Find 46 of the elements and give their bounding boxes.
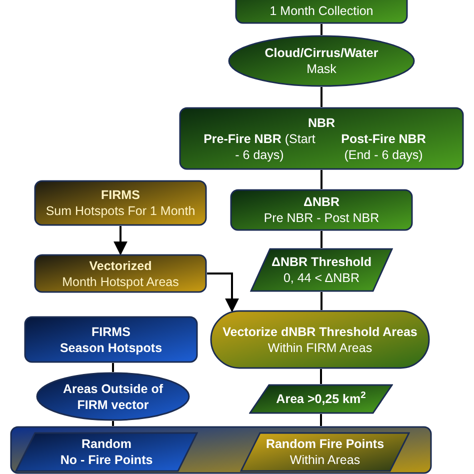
process-box (34, 180, 207, 226)
node-label: 0, 44 < ΔNBR (282, 270, 361, 286)
process-box (24, 316, 198, 363)
threshold-parallelogram (250, 248, 393, 292)
node-label: Random (80, 436, 132, 452)
node-label: Vectorize dNBR Threshold Areas (222, 324, 418, 340)
process-box (179, 107, 464, 170)
arrow (207, 272, 239, 312)
node-label: Cloud/Cirrus/Water (264, 45, 378, 61)
connector-line (112, 421, 114, 426)
connector-line (320, 292, 322, 310)
node-label: Pre-Fire NBR (Start - 6 days) (204, 130, 316, 162)
node-label: FIRMS (90, 324, 132, 340)
output-panel (10, 426, 432, 474)
connector-line (320, 170, 322, 189)
node-label: Mask (306, 61, 338, 77)
node-label: Season Hotspots (60, 340, 162, 356)
node-label: NBR (308, 114, 336, 130)
connector-line (320, 414, 322, 426)
mask-ellipse (228, 35, 415, 87)
connector-line (320, 24, 322, 35)
area-ellipse (36, 372, 190, 421)
node-label: Post-Fire NBR (End - 6 days) (340, 130, 427, 162)
node-label: ΔNBR Threshold (272, 254, 372, 270)
node-label: Within FIRM Areas (266, 340, 374, 356)
connector-line (320, 231, 322, 248)
node-label: Sum Hotspots For 1 Month (46, 203, 196, 219)
node-label: ΔNBR (302, 194, 341, 210)
process-box (34, 254, 207, 293)
node-label: Areas Outside of FIRM vector (62, 380, 164, 412)
node-label: Pre NBR - Post NBR (264, 210, 380, 226)
node-label: Within Areas (288, 452, 362, 468)
connector-line (320, 87, 322, 107)
connector-line (320, 369, 322, 384)
area-parallelogram (249, 384, 393, 414)
output-parallelogram (15, 432, 198, 472)
node-label: FIRMS (100, 187, 141, 203)
process-box (230, 189, 413, 231)
node-label: 1 Month Collection (270, 3, 374, 19)
node-label: Area >0,25 km$^{2}$ (276, 391, 366, 407)
node-label: Vectorized (88, 258, 153, 274)
node-label: Random Fire Points (266, 436, 384, 452)
arrow (114, 226, 128, 256)
node-label: No - Fire Points (60, 452, 153, 468)
connector-line (112, 363, 114, 372)
node-label: Month Hotspot Areas (62, 274, 179, 290)
